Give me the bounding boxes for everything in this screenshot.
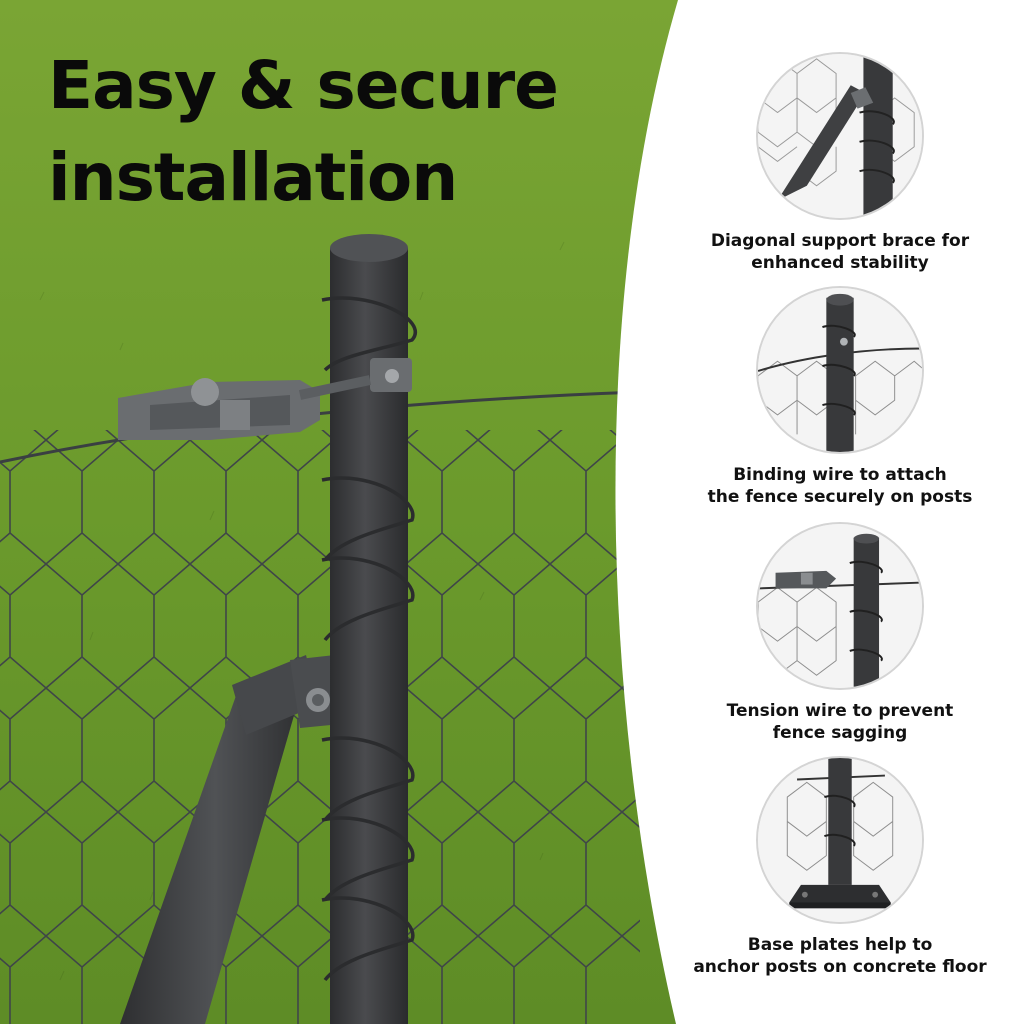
feature-caption: Diagonal support brace for enhanced stab… <box>710 231 970 273</box>
feature-item-base-plate: Base plates help to anchor posts on conc… <box>690 756 990 978</box>
binding-wire-icon <box>756 286 924 454</box>
tension-wire-icon <box>756 522 924 690</box>
feature-caption: Tension wire to prevent fence sagging <box>726 701 954 743</box>
base-plate-icon <box>756 756 924 924</box>
diagonal-brace-icon <box>756 52 924 220</box>
feature-caption: Base plates help to anchor posts on conc… <box>693 935 987 977</box>
headline: Easy & secure installation <box>48 40 559 224</box>
feature-item-binding-wire: Binding wire to attach the fence securel… <box>690 286 990 508</box>
headline-line-1: Easy & secure <box>48 47 559 124</box>
feature-caption: Binding wire to attach the fence securel… <box>707 465 973 507</box>
feature-item-tension-wire: Tension wire to prevent fence sagging <box>690 522 990 744</box>
headline-line-2: installation <box>48 139 458 216</box>
feature-item-diagonal-brace: Diagonal support brace for enhanced stab… <box>690 52 990 274</box>
